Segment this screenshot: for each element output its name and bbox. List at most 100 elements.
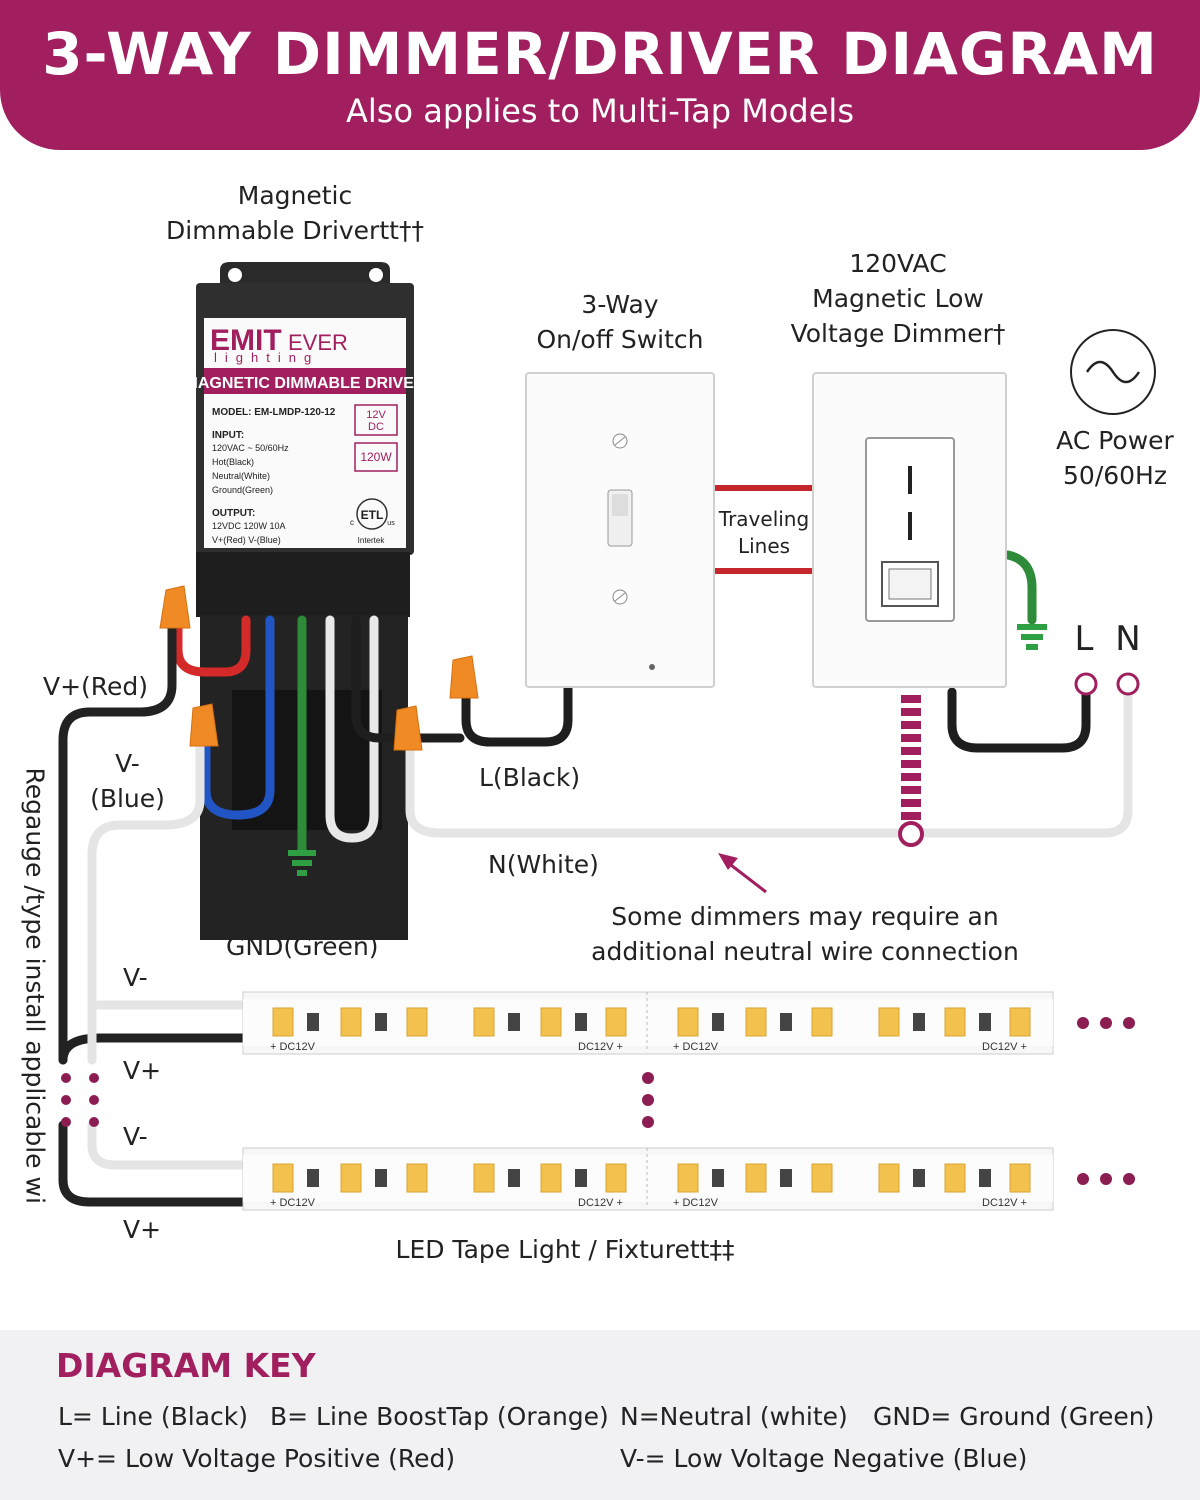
led-chip [473,1007,495,1037]
wire-vplus-strip1 [58,1033,248,1065]
driver-brand: EMIT [210,324,282,357]
led-chip [878,1007,900,1037]
switch-caption-line2: On/off Switch [536,325,704,354]
ac-power-caption: AC Power 50/60Hz [1040,423,1190,493]
led-chip [540,1163,562,1193]
driver-input-1: 120VAC ~ 50/60Hz [212,443,289,453]
wire-vplus-main [58,620,177,1065]
resistor-chip [575,1169,587,1187]
label-vminus-blue: V- (Blue) [90,746,165,816]
driver-input-2: Hot(Black) [212,457,254,467]
driver-brand-suffix: EVER [288,330,348,355]
wire-blue [201,615,275,820]
led-chip [944,1163,966,1193]
strip1-dc-plus-end: DC12V + [982,1041,1027,1053]
wire-vminus-strip2 [87,1120,248,1170]
wire-white [325,615,379,843]
led-chip [677,1163,699,1193]
diagram-key-title: DIAGRAM KEY [56,1346,316,1385]
wire-red [173,607,251,677]
strip2-vminus-label: V- [123,1122,148,1151]
neutral-junction [898,821,924,847]
terminal-n-label: N [1115,619,1141,659]
resistor-chip [780,1169,792,1187]
key-item-neutral: N=Neutral (white) [620,1402,848,1431]
resistor-chip [913,1169,925,1187]
driver-output-1: 12VDC 120W 10A [212,521,286,531]
led-chip [406,1007,428,1037]
strip1-dc-plus-mid: DC12V + [578,1041,623,1053]
wire-nuts [159,585,479,751]
strip1-vplus-label: V+ [123,1056,162,1085]
wire-dimmer-ground [1003,550,1037,625]
strip1-vminus-label: V- [123,963,148,992]
led-caption-mark: ‡‡ [709,1235,735,1264]
resistor-chip [979,1013,991,1031]
driver-badge-watt: 120W [360,450,392,464]
resistor-chip [979,1169,991,1187]
led-chip [677,1007,699,1037]
wiring-diagram: EMIT EVER lighting MAGNETIC DIMMABLE DRI… [58,262,1156,1211]
led-chip [272,1163,294,1193]
label-vplus-red: V+(Red) [43,672,149,701]
dimmer-caption: 120VAC Magnetic Low Voltage Dimmer† [783,246,1013,351]
terminal-l-label: L [1074,619,1094,659]
led-strip-1 [242,991,1054,1055]
wire-vminus-main [87,735,205,1065]
driver-badge-voltage-1: 12V [366,409,386,421]
driver-caption-mark: †† [398,216,424,245]
led-chip [605,1163,627,1193]
driver-model: MODEL: EM-LMDP-120-12 [212,407,336,418]
led-chip [473,1163,495,1193]
ground-symbol-dimmer [1017,624,1047,650]
driver-product: MAGNETIC DIMMABLE DRIVER [185,375,426,392]
dimmer-caption-line3: Voltage Dimmer [790,319,993,348]
led-chip [944,1007,966,1037]
driver-output-2: V+(Red) V-(Blue) [212,535,281,545]
driver-input-4: Ground(Green) [212,485,273,495]
diagram-key: DIAGRAM KEY L= Line (Black) B= Line Boos… [0,1330,1200,1500]
dimmer-caption-line1: 120VAC [849,249,947,278]
driver-input-title: INPUT: [212,430,244,441]
key-item-vplus: V+= Low Voltage Positive (Red) [58,1444,456,1473]
resistor-chip [375,1169,387,1187]
driver-caption: Magnetic Dimmable Drivertt†† [160,178,430,248]
dimmer-caption-mark: † [992,319,1006,348]
key-item-ground: GND= Ground (Green) [873,1402,1155,1431]
driver-unit [196,262,414,940]
resistor-chip [780,1013,792,1031]
label-n-white: N(White) [488,850,599,879]
driver-badge-voltage-2: DC [368,421,384,433]
led-chip [1009,1007,1031,1037]
led-caption-text: LED Tape Light / Fixturett [395,1235,710,1264]
regauge-note: Regauge /type install applicable wi [20,767,50,1204]
strip1-plus-dc-right: + DC12V [673,1041,719,1053]
dimmer-caption-line3-wrap: Voltage Dimmer† [783,316,1013,351]
led-chip [605,1007,627,1037]
traveling-lines-caption: Traveling Lines [712,506,816,560]
ac-power-icon [1070,329,1156,415]
wire-black-internal [351,615,465,743]
driver-wires [173,607,465,855]
wire-line-switch [461,680,573,747]
strip2-vplus-label: V+ [123,1215,162,1244]
label-blue: (Blue) [90,784,165,813]
led-chip [540,1007,562,1037]
strip2-dc-plus-end: DC12V + [982,1197,1027,1209]
key-item-line: L= Line (Black) [58,1402,249,1431]
led-chips [272,992,1031,1208]
driver-cert: ETL [361,508,384,522]
resistor-chip [913,1013,925,1031]
resistor-chip [375,1013,387,1031]
driver-cert-c: c [350,518,354,527]
driver-brand-sub: lighting [214,350,319,365]
dimmer-unit [812,372,1007,688]
label-l-black: L(Black) [479,763,581,792]
traveling-lines-line2: Lines [737,534,791,558]
ac-power-caption-line1: AC Power [1056,426,1174,455]
resistor-chip [575,1013,587,1031]
ground-symbol-driver [288,850,316,876]
led-chip [811,1163,833,1193]
external-wires [58,550,1133,1207]
led-chip [340,1163,362,1193]
